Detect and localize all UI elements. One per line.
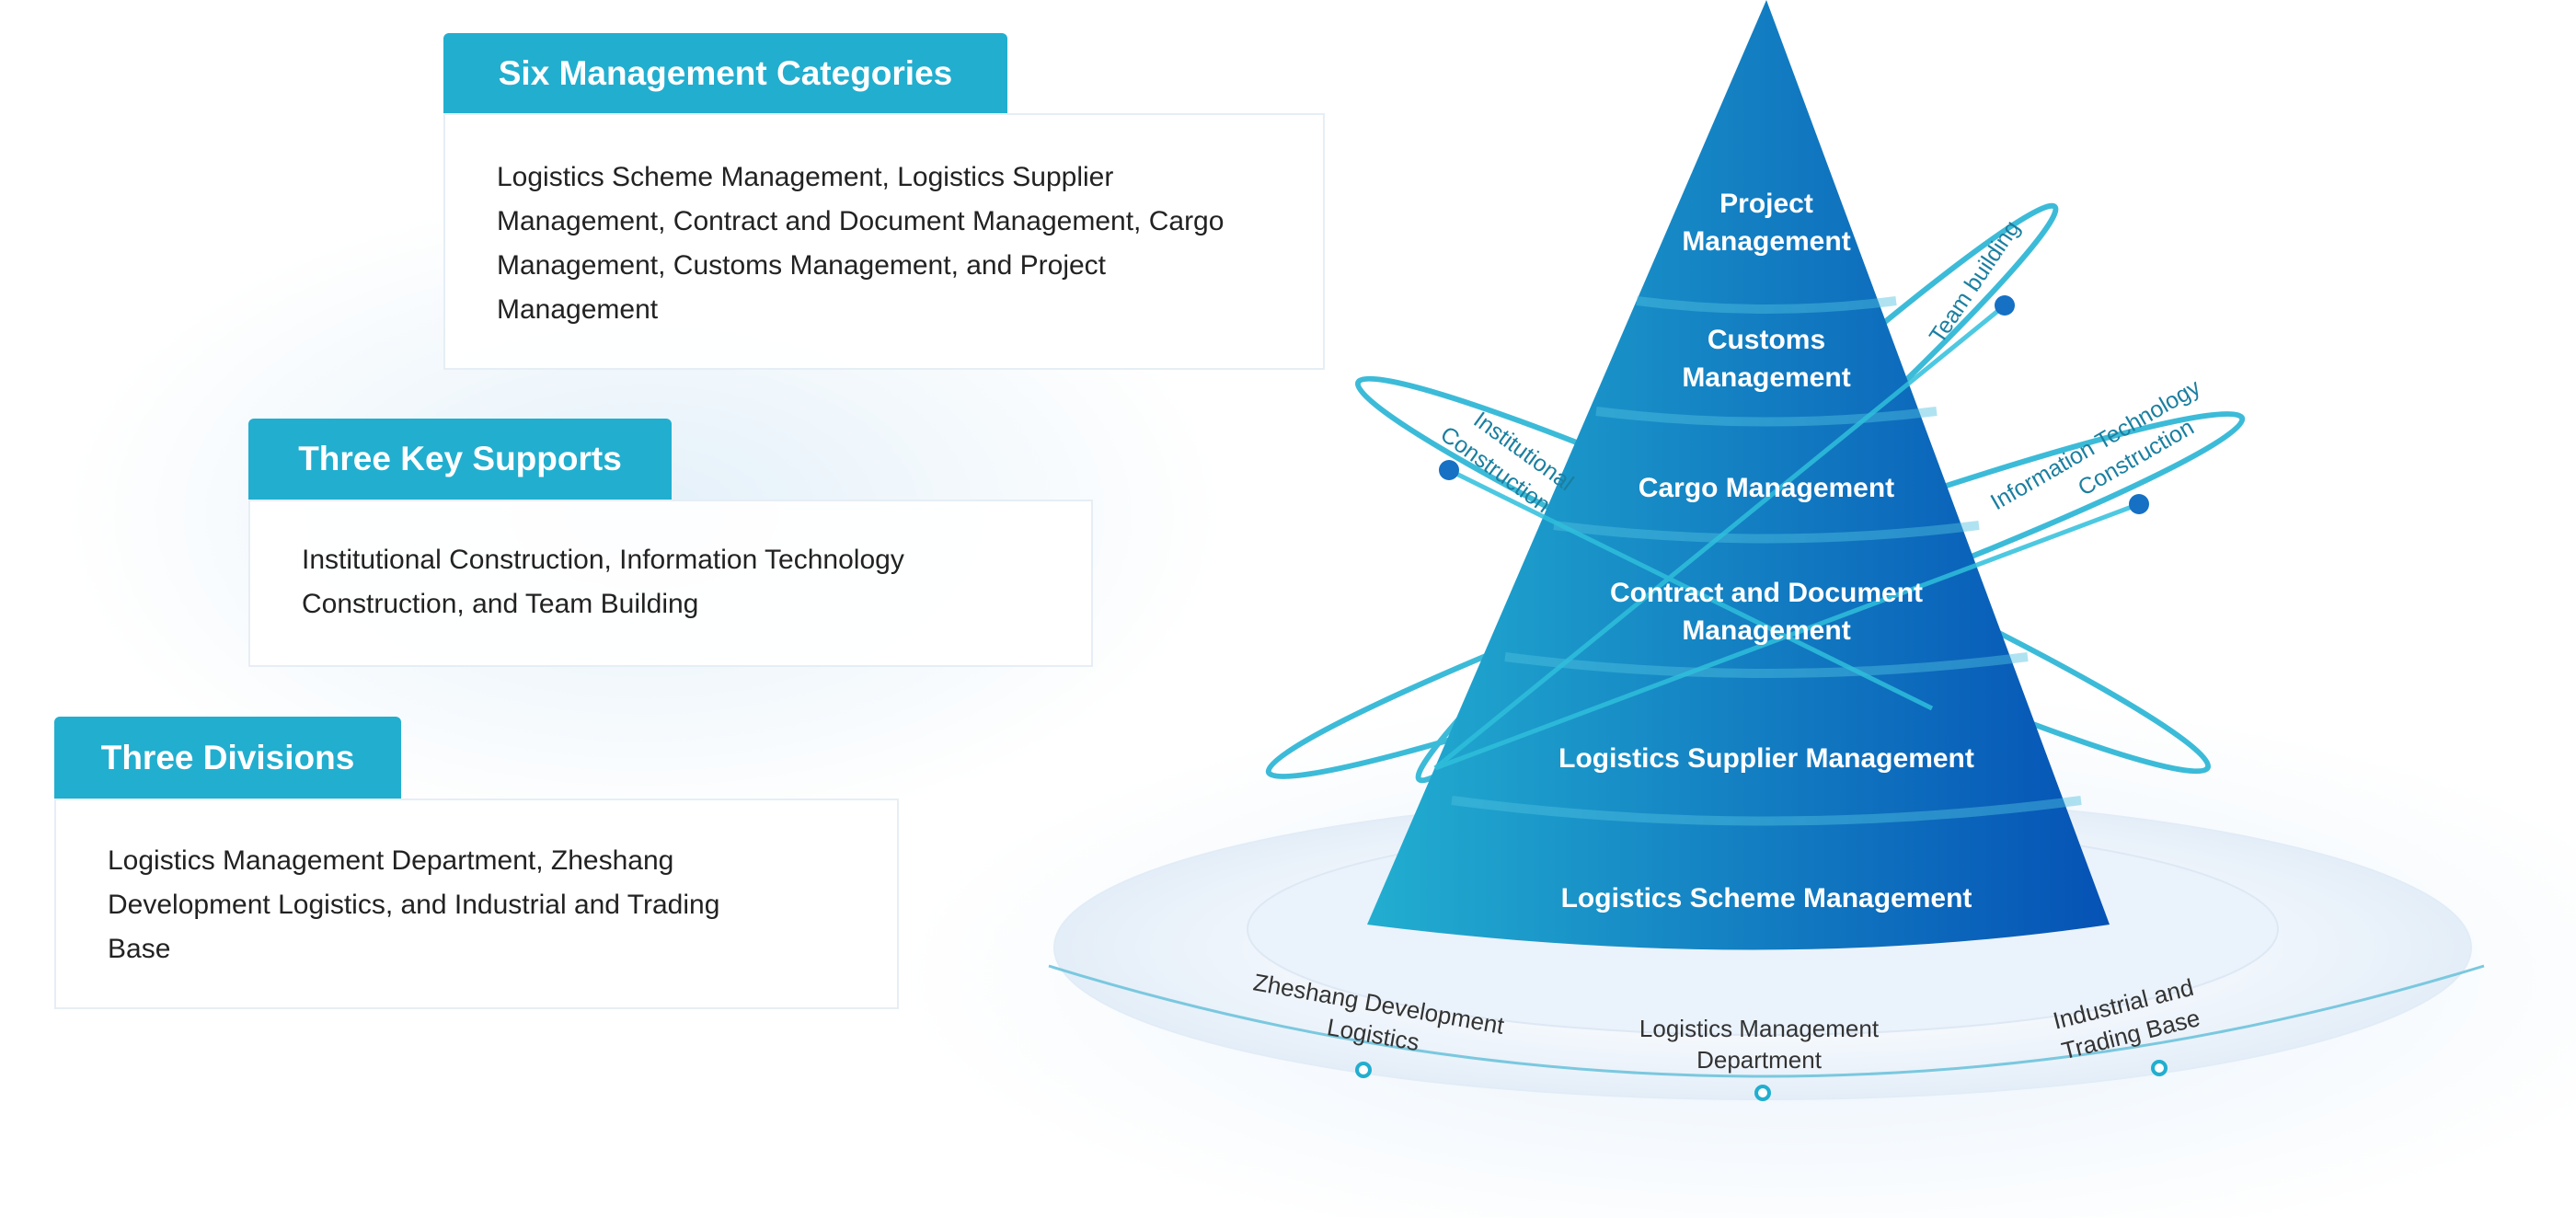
division-label-lmd-2: Department xyxy=(1696,1046,1823,1074)
panel-body-divisions: Logistics Management Department, Zheshan… xyxy=(54,799,899,1009)
tier-label-project-2: Management xyxy=(1682,226,1850,257)
tier-label-supplier: Logistics Supplier Management xyxy=(1558,743,1974,774)
panel-title-six-categories: Six Management Categories xyxy=(443,33,1007,114)
tier-label-project-1: Project xyxy=(1719,189,1813,219)
panel-body-six-categories: Logistics Scheme Management, Logistics S… xyxy=(443,113,1325,370)
team-dot xyxy=(1995,295,2015,316)
division-dot-industrial xyxy=(2151,1060,2168,1076)
tier-label-scheme: Logistics Scheme Management xyxy=(1561,883,1972,914)
panel-title-key-supports: Three Key Supports xyxy=(248,419,672,500)
tier-label-cargo: Cargo Management xyxy=(1639,473,1894,503)
division-label-lmd-1: Logistics Management xyxy=(1639,1015,1880,1042)
institutional-orbit-front xyxy=(1447,467,1934,711)
division-dot-lmd xyxy=(1754,1085,1771,1101)
panel-body-key-supports: Institutional Construction, Information … xyxy=(248,500,1093,667)
it-orbit-front xyxy=(1434,501,2140,771)
tier-label-contract-2: Management xyxy=(1682,615,1850,646)
tier-label-customs-1: Customs xyxy=(1708,325,1825,355)
pyramid xyxy=(1367,0,2110,950)
panel-text: Institutional Construction, Information … xyxy=(302,545,904,619)
panel-text: Logistics Scheme Management, Logistics S… xyxy=(497,162,1225,325)
panel-text: Logistics Management Department, Zheshan… xyxy=(108,845,720,964)
division-dot-zheshang xyxy=(1355,1062,1372,1078)
divisions-arc xyxy=(1048,964,2485,1078)
tier-label-customs-2: Management xyxy=(1682,362,1850,393)
institutional-dot xyxy=(1439,460,1459,480)
tier-label-contract-1: Contract and Document xyxy=(1610,578,1923,608)
panel-title-divisions: Three Divisions xyxy=(54,717,401,799)
it-dot xyxy=(2129,494,2149,514)
team-orbit-front xyxy=(1433,304,2007,770)
tier-separators xyxy=(1451,296,2082,826)
